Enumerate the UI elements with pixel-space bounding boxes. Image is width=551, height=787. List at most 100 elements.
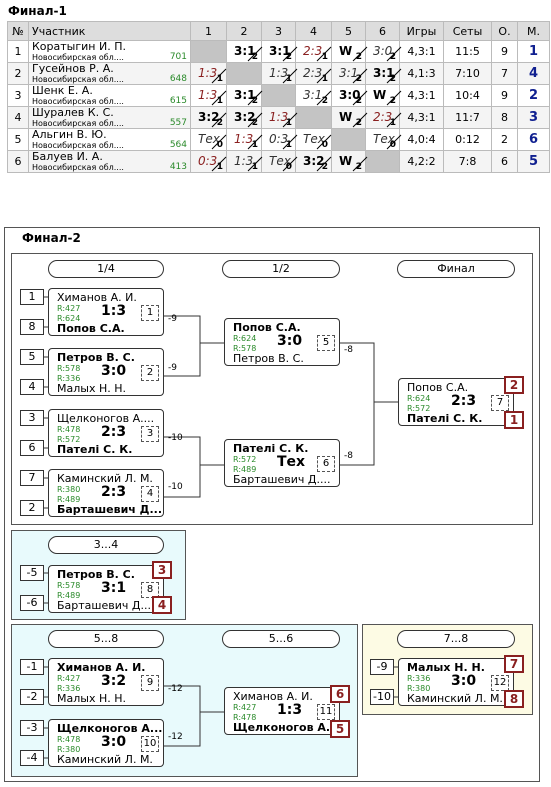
participant-name[interactable]: Балуев И. А. bbox=[32, 150, 103, 163]
participant-rating: 413 bbox=[169, 162, 187, 172]
match-player-top[interactable]: Щелконогов А.... bbox=[57, 722, 163, 735]
match-points: 2 bbox=[355, 95, 362, 106]
match-player-bot[interactable]: Барташевич Д.... bbox=[57, 503, 163, 516]
match-player-top[interactable]: Попов С.А. bbox=[233, 321, 301, 334]
participant-cell[interactable]: Балуев И. А.Новосибирская обл....413 bbox=[28, 150, 191, 173]
match-player-top[interactable]: Каминский Л. М. bbox=[57, 472, 153, 485]
match-player-bot[interactable]: Каминский Л. М. bbox=[57, 753, 153, 766]
match-player-bot[interactable]: Попов С.А. bbox=[57, 322, 125, 335]
seed-box: 4 bbox=[20, 379, 44, 395]
round-3-4: 3...4 bbox=[48, 536, 164, 554]
match-rating-bot: R:572 bbox=[57, 435, 81, 444]
participant-name[interactable]: Гусейнов Р. А. bbox=[32, 62, 114, 75]
col-3: 3 bbox=[261, 21, 296, 41]
match-player-top[interactable]: Щелконогов А.... bbox=[57, 412, 155, 425]
match-points: 2 bbox=[251, 51, 258, 62]
match-player-bot[interactable]: Малых Н. Н. bbox=[57, 382, 126, 395]
participant-cell[interactable]: Шенк Е. А.Новосибирская обл....615 bbox=[28, 84, 191, 107]
participant-cell[interactable]: Альгин В. Ю.Новосибирская обл....564 bbox=[28, 128, 191, 151]
match-player-top[interactable]: Пателі С. К. bbox=[233, 442, 309, 455]
match-score: 3:1 bbox=[101, 580, 127, 596]
table-header-row: № Участник 1 2 3 4 5 6 Игры Сеты О. М. bbox=[7, 21, 550, 41]
col-4: 4 bbox=[295, 21, 332, 41]
match-player-top[interactable]: Попов С.А. bbox=[407, 381, 469, 394]
match-player-top[interactable]: Петров В. С. bbox=[57, 568, 135, 581]
points-cell: 2 bbox=[491, 128, 518, 151]
loser-destination-label: -12 bbox=[168, 684, 183, 694]
match-number: 4 bbox=[141, 486, 159, 502]
match-player-bot[interactable]: Петров В. С. bbox=[233, 352, 304, 365]
match-points: 2 bbox=[355, 161, 362, 172]
participant-cell[interactable]: Шуралев К. С.Новосибирская обл....557 bbox=[28, 106, 191, 129]
match-player-bot[interactable]: Щелконогов А.... bbox=[233, 721, 339, 734]
col-6: 6 bbox=[365, 21, 400, 41]
match-player-bot[interactable]: Барташевич Д.... bbox=[233, 473, 331, 486]
seed-box: -4 bbox=[20, 750, 44, 766]
participant-cell[interactable]: Гусейнов Р. А.Новосибирская обл....648 bbox=[28, 62, 191, 85]
seed-box: 6 bbox=[20, 440, 44, 456]
match-player-bot[interactable]: Каминский Л. М. bbox=[407, 692, 503, 705]
match-player-bot[interactable]: Пателі С. К. bbox=[57, 443, 133, 456]
match-player-bot[interactable]: Барташевич Д.... bbox=[57, 599, 155, 612]
match-player-bot[interactable]: Малых Н. Н. bbox=[57, 692, 126, 705]
final-place-badge: 7 bbox=[504, 655, 524, 673]
match-player-top[interactable]: Петров В. С. bbox=[57, 351, 135, 364]
match-player-bot[interactable]: Пателі С. К. bbox=[407, 412, 483, 425]
participant-name[interactable]: Шуралев К. С. bbox=[32, 106, 114, 119]
participant-cell[interactable]: Коратыгин И. П.Новосибирская обл....701 bbox=[28, 40, 191, 63]
participant-name[interactable]: Коратыгин И. П. bbox=[32, 40, 126, 53]
participant-name[interactable]: Альгин В. Ю. bbox=[32, 128, 107, 141]
match-player-top[interactable]: Химанов А. И. bbox=[57, 661, 146, 674]
match-player-top[interactable]: Химанов А. И. bbox=[57, 291, 137, 304]
participant-name[interactable]: Шенк Е. А. bbox=[32, 84, 93, 97]
match-player-top[interactable]: Малых Н. Н. bbox=[407, 661, 485, 674]
match-score: 2:3 bbox=[303, 65, 323, 80]
match-rating-top: R:478 bbox=[57, 735, 81, 744]
games-cell: 4,3:1 bbox=[399, 40, 444, 63]
final2-frame bbox=[4, 227, 540, 782]
match-player-top[interactable]: Химанов А. И. bbox=[233, 690, 313, 703]
